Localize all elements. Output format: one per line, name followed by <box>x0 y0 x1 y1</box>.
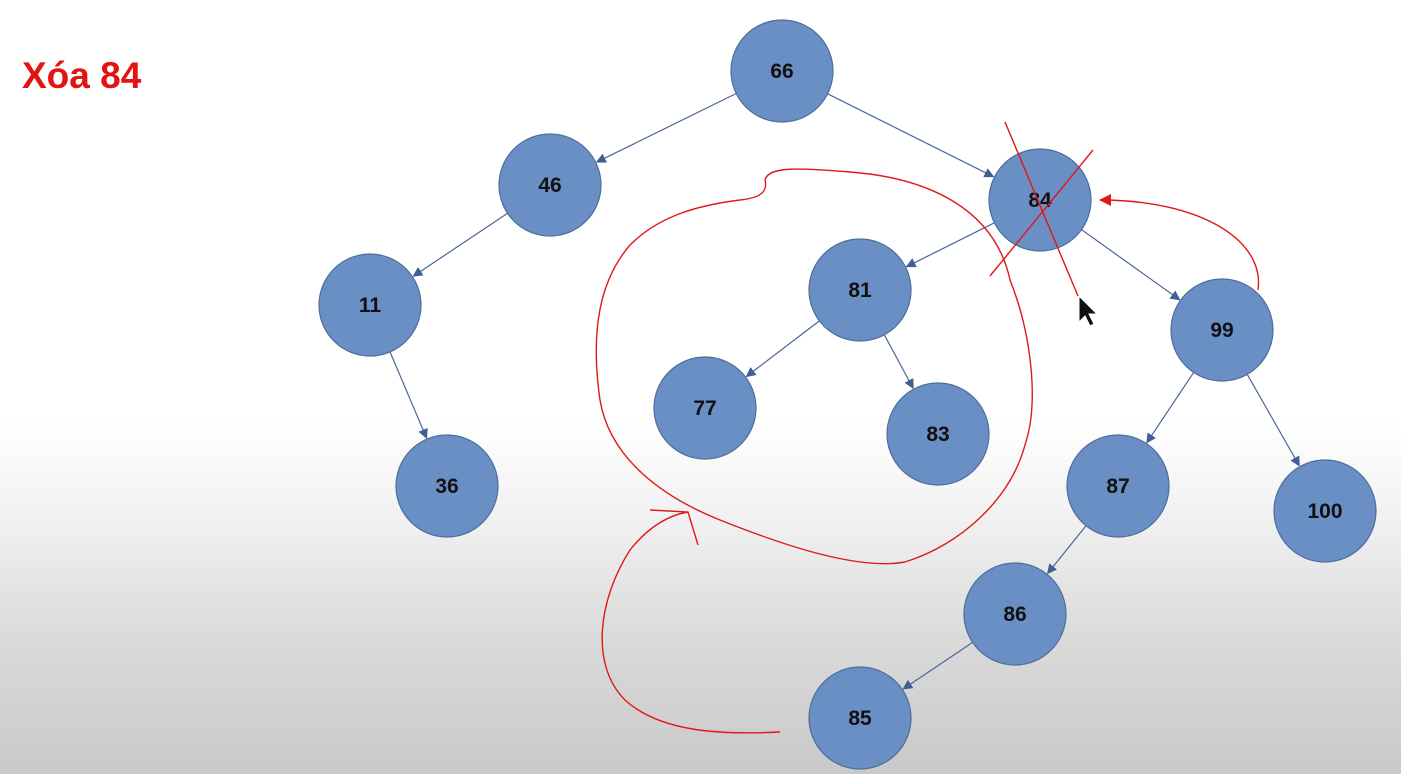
tree-node-46: 46 <box>498 133 602 237</box>
node-label: 85 <box>848 707 872 730</box>
node-circle <box>730 19 834 123</box>
tree-node-11: 11 <box>318 253 422 357</box>
node-label: 36 <box>435 475 458 498</box>
node-circle <box>886 382 990 486</box>
replacement-arrowhead-annotation <box>649 509 699 546</box>
nodes-layer: 66 46 84 11 36 81 77 83 99 87 100 86 85 <box>318 19 1377 770</box>
arrow-99-to-84-annotation <box>1099 194 1260 291</box>
cross-out-line-2 <box>989 149 1094 277</box>
node-circle <box>988 148 1092 252</box>
edge-87-86 <box>1046 525 1087 575</box>
node-circle <box>318 253 422 357</box>
tree-node-66: 66 <box>730 19 834 123</box>
edges-layer <box>389 92 1300 690</box>
tree-node-99: 99 <box>1170 278 1274 382</box>
node-label: 99 <box>1210 319 1233 342</box>
node-circle <box>1170 278 1274 382</box>
tree-node-36: 36 <box>395 434 499 538</box>
node-circle <box>498 133 602 237</box>
edge-66-84 <box>827 93 995 178</box>
annotation-layer <box>595 121 1260 734</box>
node-circle <box>395 434 499 538</box>
mouse-pointer-icon <box>1078 294 1099 327</box>
node-label: 81 <box>848 279 872 302</box>
slide-title: Xóa 84 <box>22 55 142 96</box>
edge-84-81 <box>905 222 995 268</box>
node-circle <box>1273 459 1377 563</box>
tree-node-85: 85 <box>808 666 912 770</box>
node-circle <box>1066 434 1170 538</box>
node-label: 100 <box>1307 500 1342 523</box>
edge-81-77 <box>745 320 820 378</box>
tree-node-84: 84 <box>988 148 1092 252</box>
tree-node-87: 87 <box>1066 434 1170 538</box>
node-circle <box>808 238 912 342</box>
node-label: 11 <box>359 294 382 317</box>
edge-99-87 <box>1146 372 1195 444</box>
tree-node-81: 81 <box>808 238 912 342</box>
edge-81-83 <box>883 334 914 390</box>
tree-node-86: 86 <box>963 562 1067 666</box>
edge-99-100 <box>1246 374 1300 467</box>
cross-out-line-1 <box>1004 121 1079 297</box>
edge-84-99 <box>1081 229 1181 301</box>
subtree-circle-annotation <box>595 168 1033 565</box>
node-label: 66 <box>770 60 793 83</box>
node-circle <box>653 356 757 460</box>
node-label: 46 <box>538 174 561 197</box>
edge-46-11 <box>412 212 508 277</box>
node-label: 84 <box>1028 189 1052 212</box>
node-circle <box>808 666 912 770</box>
node-circle <box>963 562 1067 666</box>
edge-66-46 <box>595 92 737 163</box>
edge-11-36 <box>389 351 428 440</box>
replacement-arrow-annotation <box>601 511 781 734</box>
node-label: 87 <box>1106 475 1129 498</box>
tree-node-77: 77 <box>653 356 757 460</box>
node-label: 83 <box>926 423 949 446</box>
edge-86-85 <box>902 641 973 690</box>
tree-node-100: 100 <box>1273 459 1377 563</box>
tree-node-83: 83 <box>886 382 990 486</box>
node-label: 77 <box>693 397 716 420</box>
node-label: 86 <box>1003 603 1026 626</box>
